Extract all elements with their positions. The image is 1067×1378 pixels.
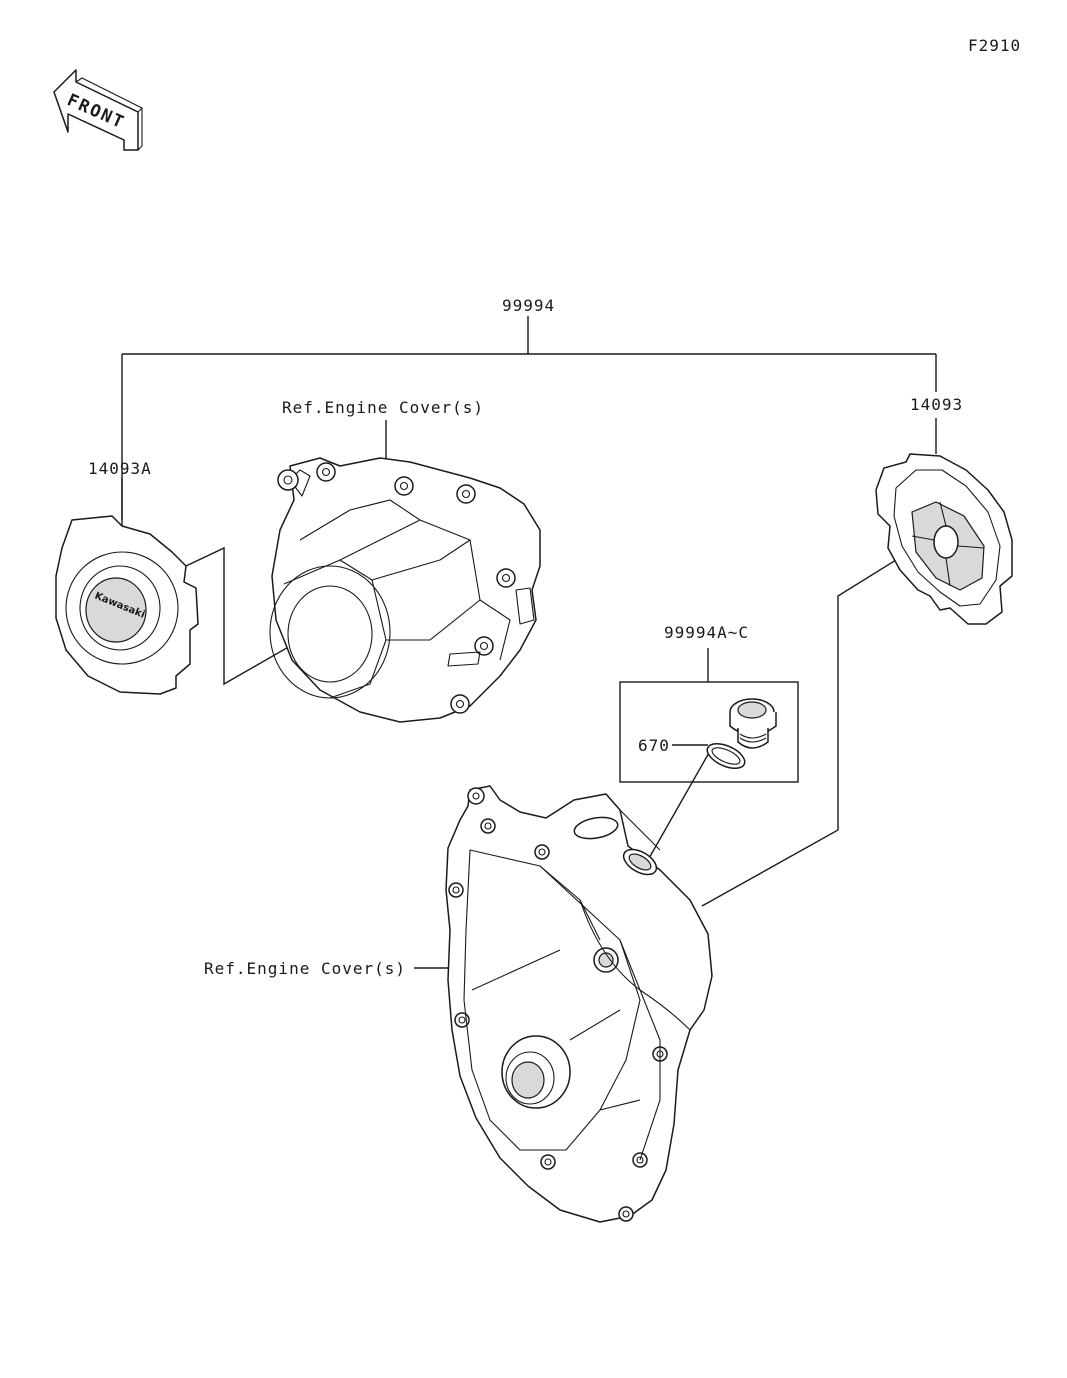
cover-14093-part	[875, 453, 1013, 625]
lower-engine-cover-part	[445, 785, 713, 1223]
page-code-label: F2910	[968, 36, 1022, 55]
leader-lines	[121, 316, 937, 969]
filler-cap-part	[706, 698, 777, 769]
callout-14093a: 14093A	[88, 459, 152, 478]
callout-ref-engine-cover-bottom: Ref.Engine Cover(s)	[204, 959, 407, 978]
callout-ref-engine-cover-top: Ref.Engine Cover(s)	[282, 398, 485, 417]
upper-engine-cover-part	[269, 457, 541, 723]
callout-14093: 14093	[910, 395, 964, 414]
callout-99994: 99994	[502, 296, 556, 315]
callout-670: 670	[638, 736, 670, 755]
cover-14093a-part: Kawasaki	[55, 515, 199, 695]
callout-99994a-c: 99994A~C	[664, 623, 750, 642]
front-arrow-icon: FRONT	[53, 69, 143, 151]
